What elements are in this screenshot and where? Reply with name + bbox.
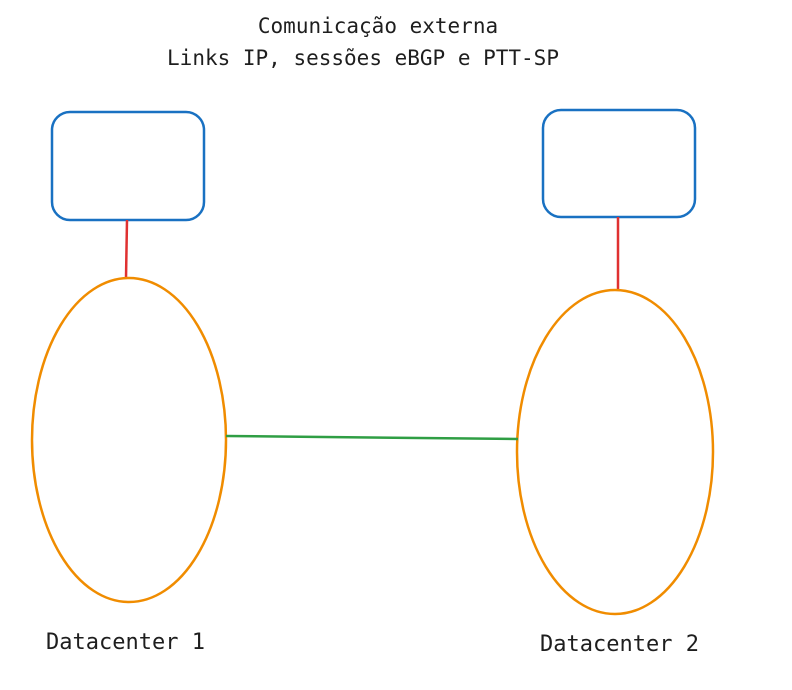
router-box-1	[50, 110, 206, 222]
diagram-subtitle: Links IP, sessões eBGP e PTT-SP	[167, 46, 559, 70]
datacenter-1-label: Datacenter 1	[46, 630, 205, 655]
router-box-2	[541, 108, 697, 219]
datacenter-2-label: Datacenter 2	[540, 632, 699, 657]
interconnect-line	[225, 434, 519, 441]
uplink-line-1	[124, 219, 129, 279]
diagram-title: Comunicação externa	[257, 14, 499, 38]
datacenter-2-ellipse	[515, 288, 715, 616]
datacenter-1-ellipse	[30, 276, 228, 604]
